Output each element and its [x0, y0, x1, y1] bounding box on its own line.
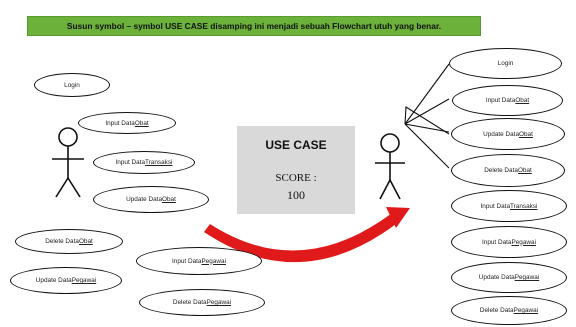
target-delete-data-pegawai[interactable]: Delete Data Pegawai: [451, 296, 567, 325]
usecase-delete-data-obat[interactable]: Delete Data Obat: [15, 229, 123, 254]
usecase-input-data-obat[interactable]: Input Data Obat: [78, 112, 176, 134]
left-actor: [52, 127, 84, 198]
usecase-delete-data-pegawai[interactable]: Delete Data Pegawai: [139, 289, 265, 316]
usecase-update-data-obat[interactable]: Update Data Obat: [93, 186, 209, 213]
right-connector-lines: [404, 63, 450, 169]
right-actor: [375, 133, 405, 200]
usecase-input-data-pegawai[interactable]: Input Data Pegawai: [136, 247, 262, 275]
card-title: USE CASE: [265, 138, 327, 152]
usecase-update-data-pegawai[interactable]: Update Data Pegawai: [10, 267, 122, 294]
instruction-text: Susun symbol – symbol USE CASE disamping…: [66, 21, 442, 31]
target-update-data-pegawai[interactable]: Update Data Pegawai: [451, 262, 567, 293]
target-update-data-obat[interactable]: Update Data Obat: [451, 118, 565, 150]
score-value: 100: [287, 188, 305, 202]
target-login[interactable]: Login: [449, 48, 562, 79]
usecase-login[interactable]: Login: [34, 73, 110, 97]
instruction-banner: Susun symbol – symbol USE CASE disamping…: [27, 16, 481, 36]
target-input-data-obat[interactable]: Input Data Obat: [452, 85, 563, 116]
target-input-data-transaksi[interactable]: Input Data Transaksi: [451, 190, 567, 222]
drag-arrow: [204, 207, 410, 263]
usecase-input-data-transaksi[interactable]: Input Data Transaksi: [93, 151, 195, 174]
score-label: SCORE :: [275, 172, 317, 184]
target-delete-data-obat[interactable]: Delete Data Obat: [451, 154, 565, 187]
score-card: USE CASE SCORE : 100: [237, 126, 355, 214]
target-input-data-pegawai[interactable]: Input Data Pegawai: [451, 226, 567, 258]
